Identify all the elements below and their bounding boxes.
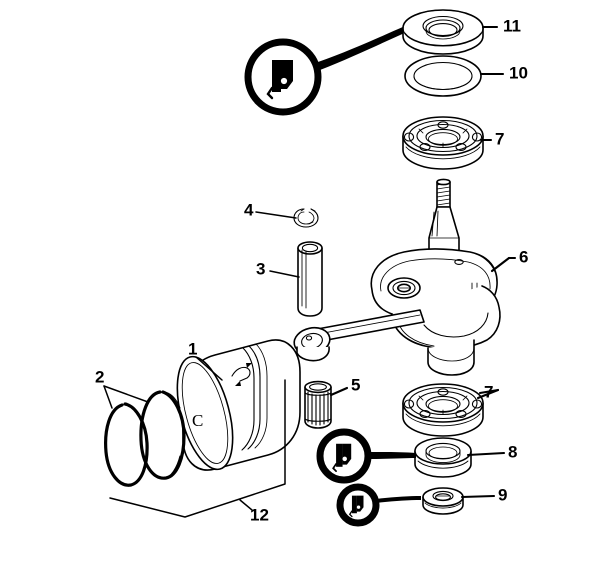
part-label-8: 8 — [508, 442, 517, 461]
leader-1 — [195, 356, 223, 381]
part-label-11: 11 — [503, 16, 521, 35]
part-piston-pin — [297, 241, 323, 317]
leader-4 — [255, 211, 297, 219]
part-label-12: 12 — [250, 505, 269, 524]
part-label-9: 9 — [498, 485, 507, 504]
leader-7-lower — [476, 388, 500, 400]
part-label-7-lower: 7 — [484, 382, 493, 401]
part-washer — [422, 487, 464, 515]
part-label-1: 1 — [188, 339, 197, 358]
leader-5 — [329, 386, 349, 397]
part-needle-roller-bearing — [304, 380, 332, 429]
leader-9 — [460, 494, 496, 499]
part-label-2: 2 — [95, 367, 104, 386]
callout-pointer-low — [376, 496, 421, 503]
callout-pointer-mid — [370, 452, 416, 459]
leader-8 — [466, 451, 506, 457]
part-label-6: 6 — [519, 247, 528, 266]
part-ball-bearing-lower — [402, 383, 484, 437]
leader-6 — [490, 256, 517, 273]
part-ball-bearing-upper — [402, 116, 484, 170]
callout-grease-top — [244, 26, 407, 116]
callout-grease-mid — [316, 428, 416, 484]
part-label-5: 5 — [351, 375, 360, 394]
part-crankshaft-assembly — [293, 178, 501, 376]
leader-3 — [269, 270, 300, 278]
part-seal-ring-upper — [402, 9, 484, 55]
callout-pointer-top — [318, 26, 407, 70]
part-label-10: 10 — [509, 63, 528, 82]
part-label-3: 3 — [256, 259, 265, 278]
part-o-ring-gasket — [404, 55, 482, 97]
part-piston-rings — [104, 390, 186, 487]
part-oil-seal — [414, 437, 472, 478]
callout-grease-low — [336, 483, 421, 527]
part-piston: C — [176, 339, 301, 471]
part-circlip — [293, 208, 319, 228]
piston-face-mark: C — [192, 411, 203, 430]
leader-2 — [103, 385, 149, 409]
part-label-7-upper: 7 — [495, 129, 504, 148]
part-assembly-bracket-12 — [109, 379, 286, 518]
part-label-4: 4 — [244, 200, 254, 219]
